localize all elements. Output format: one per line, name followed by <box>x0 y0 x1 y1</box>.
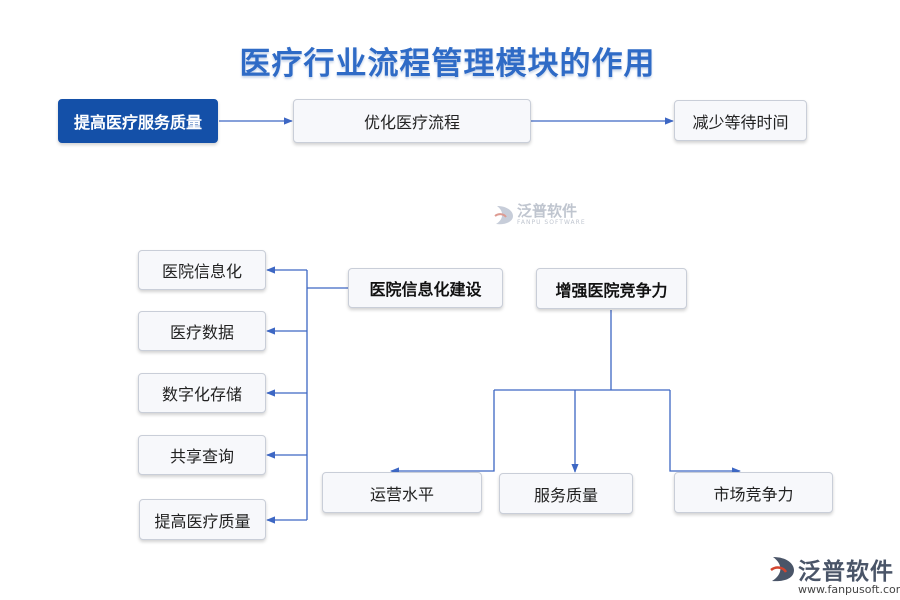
hub-competitiveness: 增强医院竞争力 <box>536 268 687 309</box>
item-improve-quality: 提高医疗质量 <box>139 499 266 540</box>
fanpu-logo-icon <box>770 557 794 582</box>
watermark-center-name: 泛普软件 <box>517 202 578 220</box>
watermark-corner-name: 泛普软件 <box>798 559 894 585</box>
flow-box-improve-service: 提高医疗服务质量 <box>58 99 218 143</box>
flow-box-optimize-process: 优化医疗流程 <box>293 99 531 143</box>
watermark-center-en: FANPU SOFTWARE <box>517 218 586 226</box>
watermark-center: 泛普软件 FANPU SOFTWARE <box>493 202 586 226</box>
item-medical-data: 医疗数据 <box>138 311 266 351</box>
item-operation-level: 运营水平 <box>322 472 482 513</box>
item-shared-query: 共享查询 <box>138 435 266 475</box>
hub-hospital-informatization: 医院信息化建设 <box>348 268 503 308</box>
page-title: 医疗行业流程管理模块的作用 <box>239 46 656 82</box>
item-digital-storage: 数字化存储 <box>138 373 266 413</box>
watermark-corner-url: www.fanpusoft.com <box>798 583 900 596</box>
item-service-quality: 服务质量 <box>499 473 633 514</box>
item-hospital-info: 医院信息化 <box>138 250 266 290</box>
watermark-corner: 泛普软件 www.fanpusoft.com <box>768 552 900 596</box>
arrow-right-3 <box>669 390 741 475</box>
arrow-right-1 <box>390 390 495 475</box>
item-market-competitiveness: 市场竞争力 <box>674 472 833 513</box>
flow-box-reduce-wait: 减少等待时间 <box>674 100 807 141</box>
fanpu-logo-icon <box>494 206 513 225</box>
